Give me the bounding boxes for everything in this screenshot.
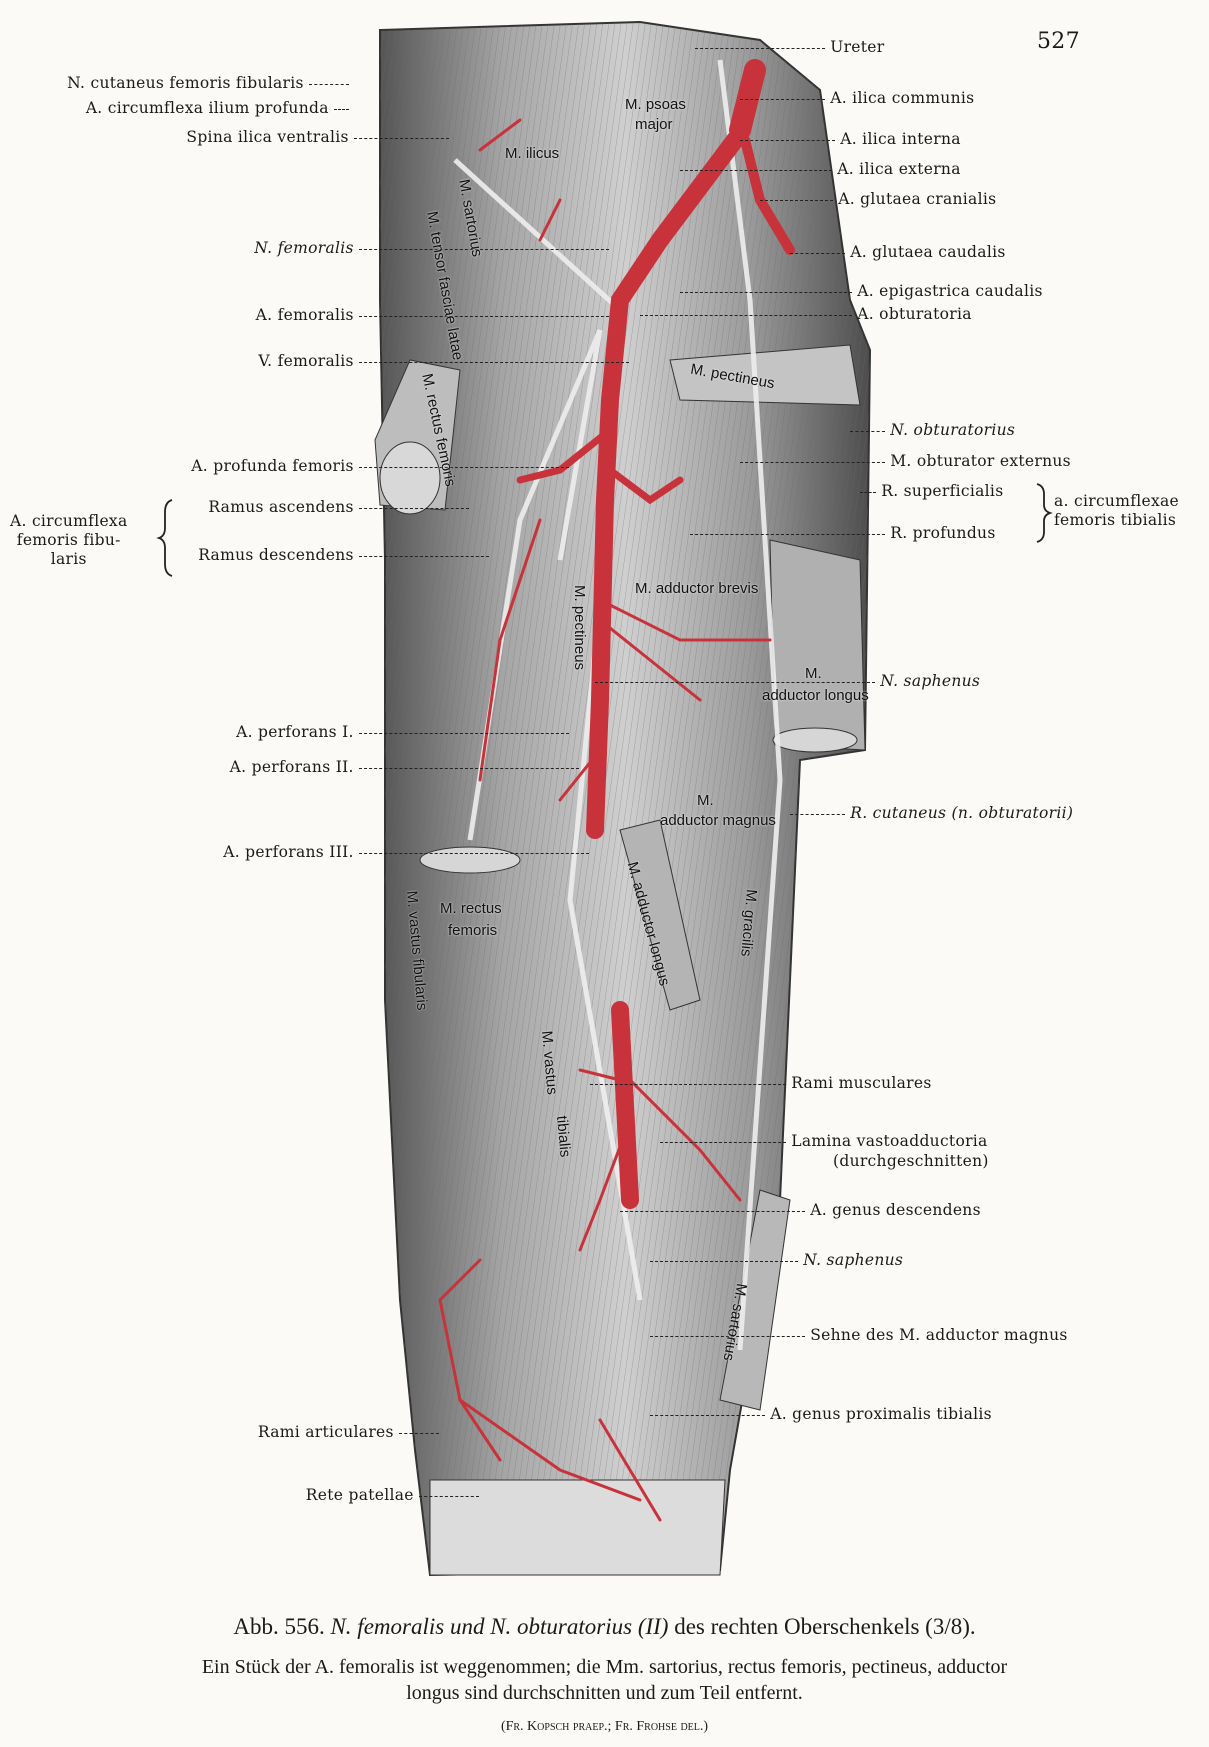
label-ureter: Ureter	[695, 38, 885, 56]
label-rami-musculares: Rami musculares	[590, 1074, 932, 1092]
muscle-label-adductor-magnus-m: M.	[697, 792, 714, 809]
label-a-circumflexa-ilium-profunda: A. circumflexa ilium profunda	[86, 99, 349, 117]
label-n-femoralis: N. femoralis	[254, 239, 609, 257]
a-ilica-externa	[586, 131, 744, 839]
brace-right	[1036, 483, 1053, 543]
brace-left	[156, 499, 173, 577]
label-a-obturatoria: A. obturatoria	[640, 305, 972, 323]
muscle-label-psoas-major: major	[635, 116, 673, 133]
muscle-label-adductor-longus-m: M.	[805, 665, 822, 682]
label-rami-articulares: Rami articulares	[258, 1423, 439, 1441]
figure-caption-line3: longus sind durchschnitten und zum Teil …	[406, 1682, 803, 1704]
muscle-label-tibialis: tibialis	[553, 1115, 574, 1159]
figure-credit: (Fr. Kopsch praep.; Fr. Frohse del.)	[500, 1719, 709, 1734]
label-n-obturatorius: N. obturatorius	[850, 421, 1015, 439]
label-a-profunda-femoris: A. profunda femoris	[191, 457, 569, 475]
label-a-epigastrica-caudalis: A. epigastrica caudalis	[680, 282, 1043, 300]
label-spina-ilica-ventralis: Spina ilica ventralis	[186, 128, 449, 146]
muscle-label-pectineus-vertical: M. pectineus	[571, 585, 588, 671]
label-a-ilica-communis: A. ilica communis	[740, 89, 974, 107]
figure-caption-line2: Ein Stück der A. femoralis ist weggenomm…	[201, 1656, 1008, 1678]
muscle-label-adductor-brevis: M. adductor brevis	[635, 580, 759, 597]
muscle-label-adductor-magnus: adductor magnus	[660, 812, 776, 829]
label-r-superficialis: R. superficialis	[860, 482, 1003, 500]
label-v-femoralis: V. femoralis	[258, 352, 629, 370]
adductor-longus-stump	[769, 539, 866, 751]
pectineus-stump	[669, 344, 861, 406]
label-n-cutaneus-femoris-fibularis: N. cutaneus femoris fibularis	[67, 74, 349, 92]
label-a-ilica-interna: A. ilica interna	[740, 130, 961, 148]
label-a-glutaea-cranialis: A. glutaea cranialis	[760, 190, 996, 208]
label-sehne-m-adductor-magnus: Sehne des M. adductor magnus	[650, 1326, 1068, 1344]
a-ilica-communis	[729, 59, 766, 141]
label-a-ilica-externa: A. ilica externa	[680, 160, 961, 178]
label-a-perforans-2: A. perforans II.	[230, 758, 579, 776]
label-a-perforans-1: A. perforans I.	[236, 723, 569, 741]
muscle-label-femoris-lower: femoris	[448, 922, 498, 939]
label-a-genus-proximalis-tibialis: A. genus proximalis tibialis	[650, 1405, 992, 1423]
label-n-saphenus-lower: N. saphenus	[650, 1251, 903, 1269]
page-number: 527	[1037, 29, 1080, 54]
label-n-saphenus-upper: N. saphenus	[595, 672, 980, 690]
label-ramus-ascendens: Ramus ascendens	[208, 498, 469, 516]
sartorius-lower	[719, 1189, 791, 1411]
label-a-genus-descendens: A. genus descendens	[620, 1201, 981, 1219]
label-lamina-vastoadductoria: Lamina vastoadductoria	[660, 1132, 988, 1150]
label-rete-patellae: Rete patellae	[306, 1486, 479, 1504]
figure-caption-title: Abb. 556. N. femoralis und N. obturatori…	[233, 1614, 976, 1639]
label-durchgeschnitten: (durchgeschnitten)	[833, 1152, 989, 1170]
label-a-glutaea-caudalis: A. glutaea caudalis	[790, 243, 1006, 261]
label-r-cutaneus-n-obturatorii: R. cutaneus (n. obturatorii)	[790, 804, 1073, 822]
muscle-label-psoas: M. psoas	[625, 96, 686, 113]
muscle-label-rectus-lower: M. rectus	[440, 900, 502, 917]
adductor-longus-lower	[619, 819, 701, 1011]
muscle-label-adductor-longus: adductor longus	[762, 687, 869, 704]
label-a-femoralis: A. femoralis	[256, 306, 609, 324]
label-a-perforans-3: A. perforans III.	[223, 843, 589, 861]
muscle-label-ilicus: M. ilicus	[505, 145, 560, 162]
label-m-obturator-externus: M. obturator externus	[740, 452, 1071, 470]
label-r-profundus: R. profundus	[690, 524, 996, 542]
label-ramus-descendens: Ramus descendens	[198, 546, 489, 564]
